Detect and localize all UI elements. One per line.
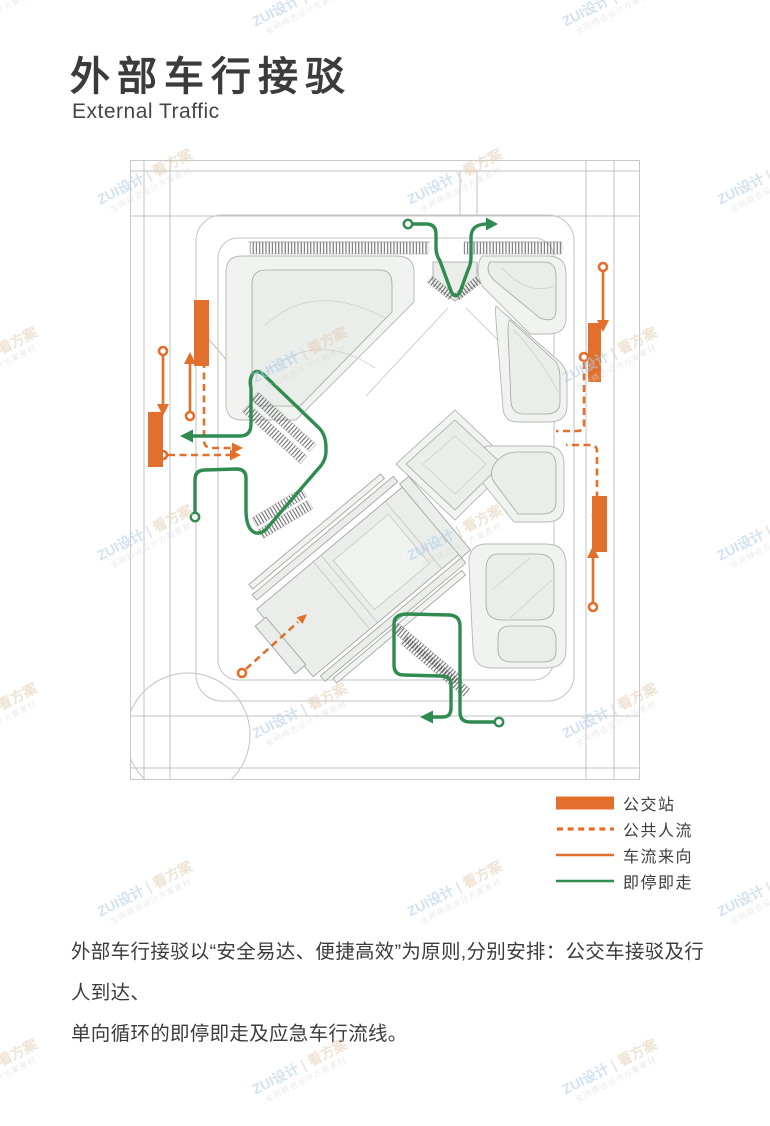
- bus-station-east-lower: [592, 496, 607, 552]
- bus-station-east-upper: [588, 323, 601, 382]
- bus-station-west-lower: [148, 412, 163, 467]
- vehicle-flow-layer: [157, 261, 609, 613]
- building-east: [491, 451, 557, 515]
- bus-station-west-upper: [194, 300, 209, 366]
- bus-station-swatch: [556, 796, 614, 810]
- stop-and-go-layer: [189, 218, 505, 728]
- legend-label: 车流来向: [623, 849, 694, 866]
- legend-item-bus-station: 公交站: [556, 790, 693, 816]
- page-title: 外部车行接驳: [70, 55, 352, 99]
- green-route-west: [190, 369, 328, 535]
- north-dropoff-hatch-west: [249, 241, 429, 255]
- description-line-2: 单向循环的即停即走及应急车行流线。: [71, 1023, 408, 1045]
- west-parking-rows-upper: [242, 391, 317, 464]
- pedestrian-route-east-upper: [556, 362, 586, 433]
- pedestrian-route-west-upper: [202, 338, 232, 450]
- building-southeast-2: [497, 625, 557, 663]
- vehicle-flow-swatch: [556, 853, 614, 857]
- watermark-text: ZUI设计 | 看方案全网精选设计方案素材: [404, 857, 505, 926]
- north-dropoff-hatch-east: [463, 241, 563, 255]
- legend: 公交站 公共人流 车流来向 即停即走: [556, 790, 693, 894]
- pedestrian-route-southwest: [245, 621, 299, 670]
- south-parking-rows: [391, 622, 471, 697]
- building-central: [405, 419, 503, 511]
- bus-stations-layer: [148, 300, 607, 552]
- stop-and-go-arrowheads: [180, 217, 498, 724]
- legend-label: 公交站: [623, 797, 676, 814]
- legend-item-pedestrian-flow: 公共人流: [556, 816, 693, 842]
- pedestrian-flow-swatch: [557, 827, 614, 831]
- page-subtitle: External Traffic: [72, 100, 220, 123]
- description-paragraph: 外部车行接驳以“安全易达、便捷高效”为原则,分别安排：公交车接驳及行人到达、 单…: [71, 932, 721, 1055]
- description-line-1: 外部车行接驳以“安全易达、便捷高效”为原则,分别安排：公交车接驳及行人到达、: [71, 941, 705, 1004]
- site-plan-map: [130, 160, 640, 780]
- legend-label: 公共人流: [623, 823, 694, 840]
- legend-item-vehicle-flow: 车流来向: [556, 842, 693, 868]
- pedestrian-route-east-lower: [566, 443, 599, 510]
- building-northeast-2: [507, 319, 561, 415]
- watermark-text: ZUI设计 | 看方案全网精选设计方案素材: [94, 857, 195, 926]
- pedestrian-flow-arrowheads: [230, 442, 307, 624]
- green-route-south: [392, 612, 496, 724]
- stop-and-go-swatch: [556, 879, 614, 883]
- site-plan-map-container: [130, 160, 640, 780]
- building-southeast-1: [485, 553, 555, 621]
- building-northeast-1: [487, 261, 557, 321]
- legend-label: 即停即走: [623, 875, 694, 892]
- green-route-north: [410, 222, 487, 298]
- legend-item-stop-and-go: 即停即走: [556, 868, 693, 894]
